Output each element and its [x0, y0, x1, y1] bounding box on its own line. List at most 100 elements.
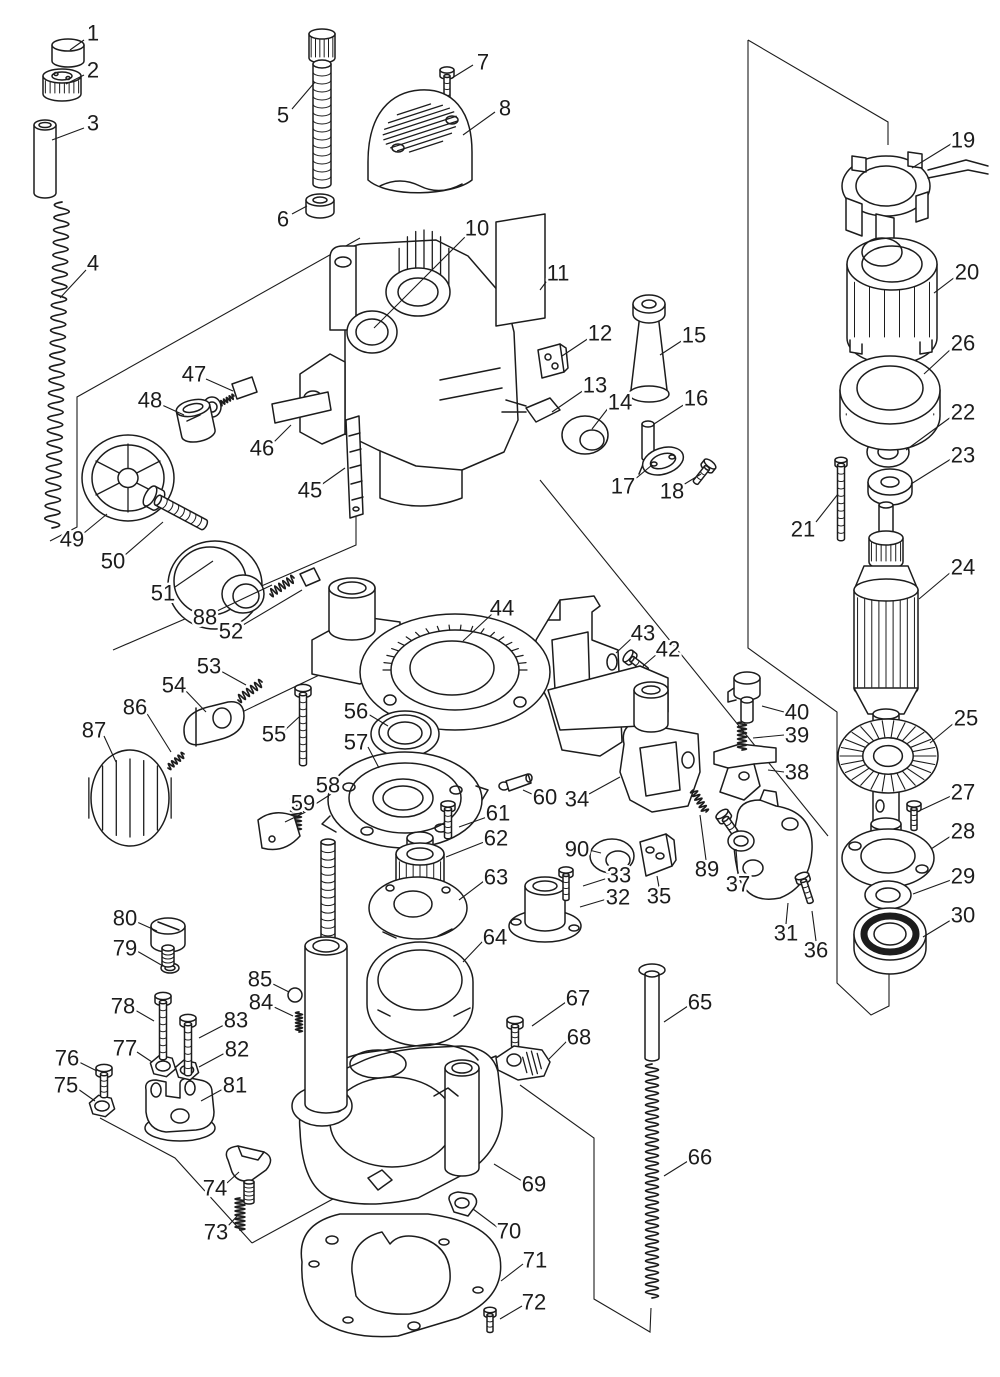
leader-line-86 [145, 711, 172, 753]
part-label-63: 63 [484, 865, 508, 890]
part-label-88: 88 [193, 605, 217, 630]
part-53 [237, 678, 263, 704]
leader-line-66 [663, 1160, 689, 1177]
part-73 [234, 1197, 246, 1231]
part-21 [834, 456, 848, 542]
part-81 [144, 1077, 216, 1142]
part-label-43: 43 [631, 621, 655, 646]
part-label-69: 69 [522, 1172, 546, 1197]
part-38 [713, 743, 777, 801]
part-26 [839, 355, 941, 451]
part-89 [689, 789, 710, 813]
part-label-42: 42 [656, 637, 680, 662]
part-90 [589, 838, 635, 874]
leader-line-57 [367, 746, 380, 769]
part-label-57: 57 [344, 730, 368, 755]
leader-line-63 [458, 880, 485, 901]
leader-line-50 [124, 521, 164, 556]
part-44 [311, 577, 669, 783]
leader-line-43 [615, 637, 633, 654]
part-label-1: 1 [87, 21, 99, 46]
part-label-5: 5 [277, 103, 289, 128]
part-37 [715, 808, 755, 852]
leader-line-84 [271, 1005, 294, 1017]
part-label-24: 24 [951, 555, 975, 580]
leader-lines [51, 39, 956, 1320]
leader-line-70 [472, 1208, 498, 1228]
leader-line-20 [933, 276, 956, 294]
part-label-45: 45 [298, 478, 322, 503]
part-11 [495, 213, 546, 327]
part-label-54: 54 [162, 673, 186, 698]
part-label-23: 23 [951, 443, 975, 468]
part-label-39: 39 [785, 723, 809, 748]
part-67 [506, 1015, 524, 1049]
part-20 [846, 237, 938, 365]
group-boundary-line [99, 1117, 253, 1244]
part-label-50: 50 [101, 549, 125, 574]
leader-line-88 [216, 584, 273, 612]
part-3 [33, 119, 57, 199]
leader-line-24 [918, 571, 952, 600]
leader-line-46 [272, 424, 292, 444]
leader-line-28 [930, 835, 952, 850]
part-23 [867, 468, 913, 506]
part-label-53: 53 [197, 654, 221, 679]
part-label-89: 89 [695, 857, 719, 882]
part-label-32: 32 [606, 885, 630, 910]
leader-line-89 [699, 814, 707, 861]
part-label-75: 75 [54, 1073, 78, 1098]
part-label-48: 48 [138, 388, 162, 413]
part-label-71: 71 [523, 1248, 547, 1273]
part-12 [537, 343, 569, 379]
part-30 [853, 907, 927, 975]
leader-line-37 [735, 848, 739, 876]
leader-line-68 [548, 1040, 568, 1060]
part-label-40: 40 [785, 700, 809, 725]
part-1 [51, 38, 85, 68]
leader-line-67 [531, 1001, 567, 1027]
leader-line-27 [920, 795, 952, 811]
leader-line-87 [103, 735, 117, 763]
leader-line-83 [198, 1024, 225, 1039]
leader-line-47 [205, 378, 234, 392]
part-61 [440, 800, 456, 840]
leader-line-32 [579, 898, 608, 908]
part-label-35: 35 [647, 884, 671, 909]
part-label-76: 76 [55, 1046, 79, 1071]
part-2 [42, 68, 82, 102]
part-label-84: 84 [249, 990, 273, 1015]
leader-line-58 [302, 788, 340, 813]
part-label-17: 17 [611, 474, 635, 499]
leader-line-48 [161, 404, 185, 416]
part-68 [485, 1045, 551, 1081]
part-label-21: 21 [791, 517, 815, 542]
leader-line-45 [320, 467, 346, 486]
leader-line-90 [588, 849, 602, 854]
part-label-66: 66 [688, 1145, 712, 1170]
part-29 [864, 880, 912, 910]
leader-line-75 [77, 1088, 96, 1102]
leader-line-10 [373, 235, 467, 329]
leader-line-82 [198, 1052, 226, 1068]
part-64 [366, 941, 474, 1047]
part-label-65: 65 [688, 990, 712, 1015]
leader-line-11 [539, 277, 550, 291]
part-45 [345, 415, 364, 519]
leader-line-71 [500, 1263, 524, 1282]
part-label-15: 15 [682, 323, 706, 348]
part-label-47: 47 [182, 362, 206, 387]
leader-line-16 [653, 403, 686, 425]
leader-line-34 [588, 776, 621, 795]
part-60 [498, 773, 533, 792]
part-label-28: 28 [951, 819, 975, 844]
leader-line-59 [284, 807, 315, 823]
leader-line-30 [922, 919, 952, 938]
part-77 [149, 1054, 177, 1078]
part-71 [300, 1213, 502, 1338]
part-label-34: 34 [565, 787, 589, 812]
leader-line-19 [911, 143, 952, 169]
leader-line-78 [134, 1009, 155, 1022]
part-label-26: 26 [951, 331, 975, 356]
